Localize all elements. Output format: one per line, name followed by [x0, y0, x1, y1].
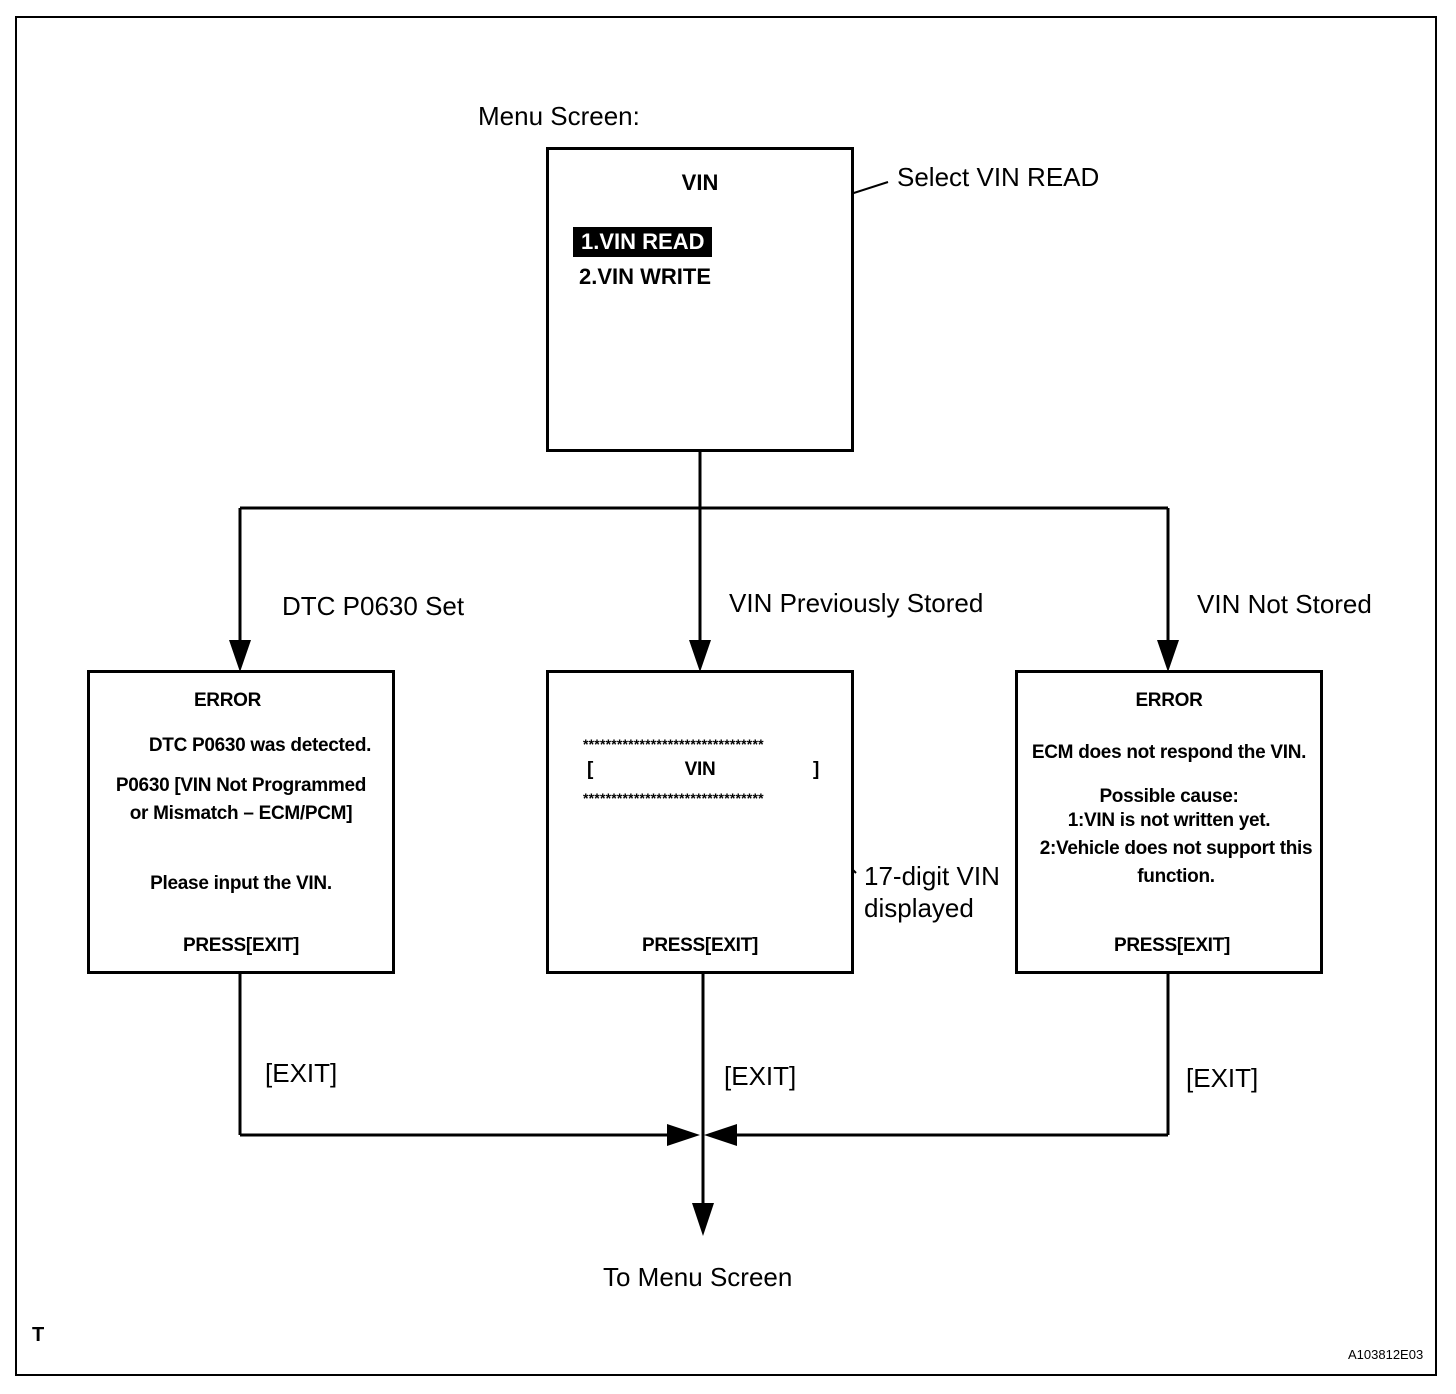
menu-item-vin-write[interactable]: 2.VIN WRITE	[579, 264, 712, 289]
branch-label-stored: VIN Previously Stored	[729, 588, 984, 618]
press-exit-text[interactable]: PRESS[EXIT]	[183, 935, 299, 956]
exit-label-right: [EXIT]	[1186, 1063, 1259, 1093]
error-no-response-text: ECM does not respond the VIN.	[1031, 742, 1307, 763]
bracket-right: ]	[813, 759, 820, 780]
middle-branch-arrowhead	[689, 640, 711, 672]
press-exit-text[interactable]: PRESS[EXIT]	[1114, 935, 1230, 956]
to-menu-arrowhead	[692, 1203, 714, 1236]
vin-display-screen: ******************************** [ VIN ]…	[546, 670, 854, 974]
exit-label-middle: [EXIT]	[724, 1061, 797, 1091]
error-input-vin-text: Please input the VIN.	[150, 873, 332, 894]
right-branch-arrowhead	[1157, 640, 1179, 672]
error-title: ERROR	[193, 690, 262, 711]
possible-cause-2: 2:Vehicle does not support this	[1039, 838, 1313, 859]
figure-id: A103812E03	[1348, 1347, 1424, 1362]
error-title: ERROR	[1135, 690, 1203, 711]
exit-label-left: [EXIT]	[265, 1058, 338, 1088]
to-menu-screen-label: To Menu Screen	[603, 1262, 793, 1292]
branch-label-dtc: DTC P0630 Set	[282, 591, 465, 621]
menu-screen-label: Menu Screen:	[478, 101, 640, 131]
stars-bottom: ********************************	[583, 790, 764, 806]
menu-title: VIN	[681, 170, 719, 195]
diagram-frame	[15, 16, 1437, 1376]
select-vin-read-callout: Select VIN READ	[897, 162, 1100, 192]
stars-top: ********************************	[583, 736, 764, 752]
right-merge-arrowhead	[704, 1124, 737, 1146]
corner-mark: T	[32, 1324, 45, 1346]
vin-value: VIN	[684, 759, 716, 780]
error-dtc-desc-line1: P0630 [VIN Not Programmed	[115, 775, 367, 796]
vin-callout-line1: 17-digit VIN	[864, 861, 1000, 891]
left-branch-arrowhead	[229, 640, 251, 672]
left-merge-arrowhead	[667, 1124, 700, 1146]
error-screen-not-stored: ERROR ECM does not respond the VIN. Poss…	[1015, 670, 1323, 974]
menu-screen: VIN 1.VIN READ 2.VIN WRITE	[546, 147, 854, 452]
bracket-left: [	[587, 759, 594, 780]
possible-cause-1: 1:VIN is not written yet.	[1067, 810, 1271, 831]
branch-label-not-stored: VIN Not Stored	[1197, 589, 1372, 619]
possible-cause-2-cont: function.	[1137, 866, 1215, 887]
press-exit-text[interactable]: PRESS[EXIT]	[642, 935, 758, 956]
menu-item-vin-read[interactable]: 1.VIN READ	[573, 227, 713, 257]
error-dtc-desc-line2: or Mismatch – ECM/PCM]	[129, 803, 353, 824]
error-detected-text: DTC P0630 was detected.	[148, 735, 372, 756]
error-screen-dtc: ERROR DTC P0630 was detected. P0630 [VIN…	[87, 670, 395, 974]
possible-cause-label: Possible cause:	[1099, 786, 1239, 807]
vin-callout-line2: displayed	[864, 893, 974, 923]
